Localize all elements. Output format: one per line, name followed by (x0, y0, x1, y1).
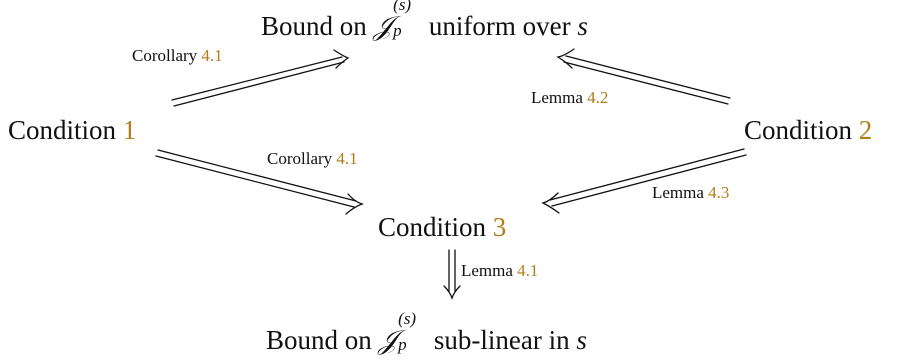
node-condition-1: Condition 1 (8, 117, 136, 144)
node-left-label: Condition (8, 115, 117, 145)
node-center-label: Condition (378, 212, 487, 242)
node-top-var: s (577, 11, 588, 41)
node-bound-sublinear: Bound on 𝒥(s) p sub-linear in s (266, 310, 587, 356)
edge-label-left-top: Corollary 4.1 (132, 47, 223, 64)
node-bottom-prefix: Bound on (266, 325, 372, 355)
edge-right-center-ref[interactable]: 4.3 (708, 183, 730, 202)
node-top-sub: p (393, 21, 402, 40)
edge-left-top-ref[interactable]: 4.1 (201, 46, 223, 65)
edge-left-center-label: Corollary (267, 149, 333, 168)
edge-label-center-bottom: Lemma 4.1 (461, 262, 538, 279)
edge-right-center-label: Lemma (652, 183, 704, 202)
node-bottom-suffix: sub-linear in (433, 325, 570, 355)
node-bottom-sub: p (398, 335, 407, 354)
edge-center-bottom-ref[interactable]: 4.1 (517, 261, 539, 280)
edge-center-bottom-label: Lemma (461, 261, 513, 280)
node-bottom-sup: (s) (398, 309, 417, 328)
edge-label-right-top: Lemma 4.2 (531, 89, 608, 106)
edge-left-top-label: Corollary (132, 46, 198, 65)
edge-right-top-label: Lemma (531, 88, 583, 107)
node-left-ref[interactable]: 1 (122, 115, 137, 145)
node-condition-3: Condition 3 (378, 214, 506, 241)
arrow-cond2-to-cond3 (541, 148, 747, 214)
node-bottom-math: 𝒥 (378, 325, 398, 356)
node-right-label: Condition (744, 115, 853, 145)
node-bound-uniform: Bound on 𝒥(s) p uniform over s (261, 0, 588, 42)
node-bottom-supsub: (s) p (397, 310, 427, 353)
edge-label-right-center: Lemma 4.3 (652, 184, 729, 201)
node-bottom-var: s (576, 325, 587, 355)
arrow-cond1-to-top (171, 49, 350, 107)
node-top-supsub: (s) p (392, 0, 422, 39)
arrow-cond2-to-top (556, 48, 731, 105)
node-right-ref[interactable]: 2 (858, 115, 873, 145)
node-top-sup: (s) (393, 0, 412, 14)
node-top-math: 𝒥 (373, 11, 393, 42)
edge-right-top-ref[interactable]: 4.2 (587, 88, 609, 107)
node-condition-2: Condition 2 (744, 117, 872, 144)
edge-label-left-center: Corollary 4.1 (267, 150, 358, 167)
arrow-cond1-to-cond3 (155, 149, 365, 215)
node-center-ref[interactable]: 3 (492, 212, 507, 242)
node-top-prefix: Bound on (261, 11, 367, 41)
node-top-suffix: uniform over (428, 11, 571, 41)
edge-left-center-ref[interactable]: 4.1 (336, 149, 358, 168)
arrow-cond3-to-bottom (443, 249, 461, 301)
